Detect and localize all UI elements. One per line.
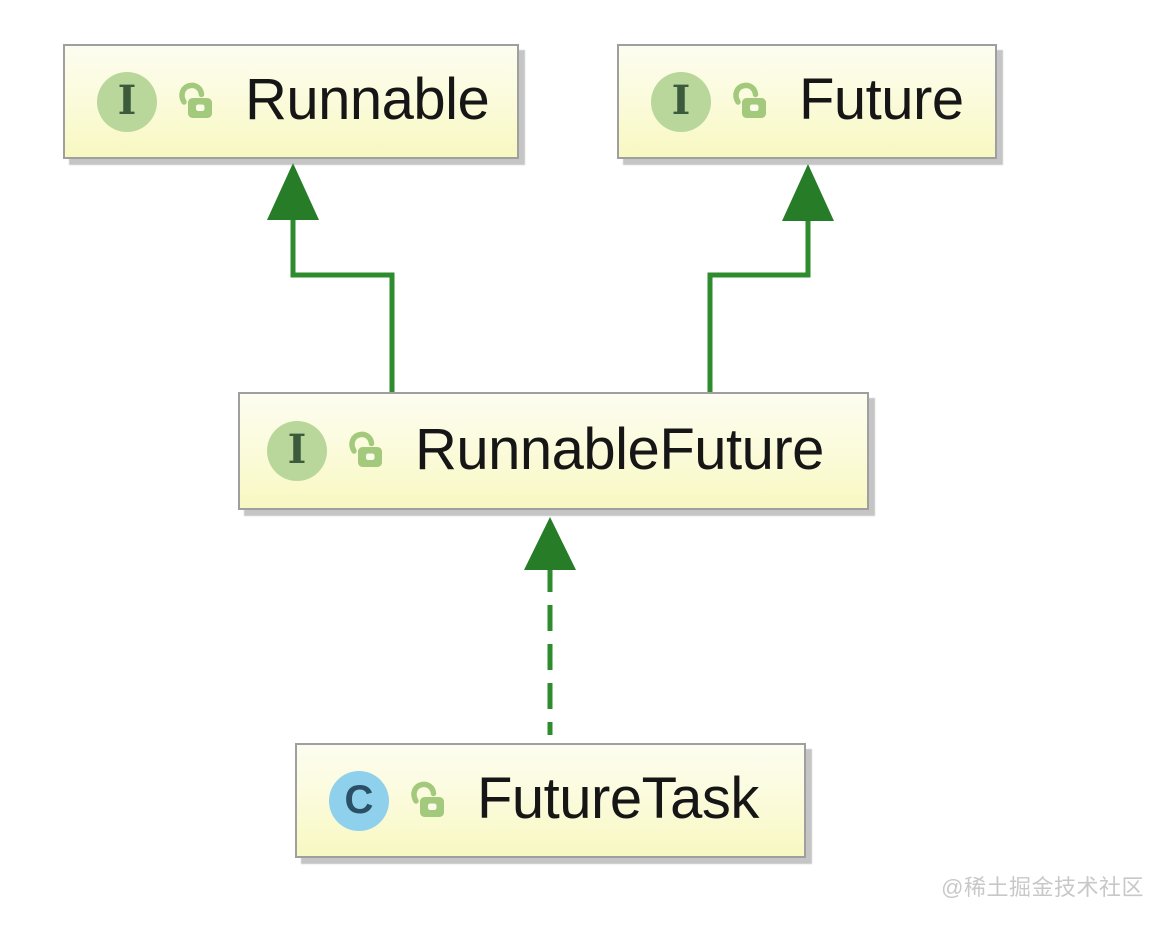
- edge-line-to-runnable: [290, 219, 395, 392]
- interface-icon: I: [97, 71, 157, 132]
- node-future[interactable]: I Future: [617, 44, 997, 159]
- interface-letter: I: [117, 76, 137, 124]
- node-label: RunnableFuture: [415, 416, 824, 482]
- node-futuretask[interactable]: C FutureTask: [295, 743, 806, 858]
- interface-icon: I: [267, 421, 327, 481]
- watermark: @稀土掘金技术社区: [941, 875, 1144, 900]
- arrowhead-to-runnable: [267, 163, 319, 220]
- edge-runnablefuture-extends-runnable: [267, 163, 395, 392]
- interface-letter: I: [287, 426, 307, 473]
- node-label: Runnable: [245, 67, 490, 132]
- class-letter: C: [344, 777, 374, 822]
- node-label: FutureTask: [477, 766, 759, 831]
- edge-line-to-future: [707, 219, 811, 392]
- node-runnablefuture[interactable]: I RunnableFuture: [238, 392, 869, 510]
- node-runnable[interactable]: I Runnable: [63, 44, 519, 159]
- interface-icon: I: [651, 71, 711, 132]
- node-label: Future: [799, 67, 964, 132]
- edge-runnablefuture-extends-future: [707, 164, 834, 392]
- arrowhead-to-runnablefuture: [524, 517, 576, 570]
- arrowhead-to-future: [782, 164, 834, 221]
- open-lock-icon: [349, 431, 382, 467]
- edge-futuretask-implements-runnablefuture: [524, 517, 576, 735]
- open-lock-icon: [411, 781, 444, 817]
- open-lock-icon: [733, 82, 766, 118]
- interface-letter: I: [671, 76, 691, 124]
- class-icon: C: [329, 770, 389, 831]
- open-lock-icon: [179, 82, 212, 118]
